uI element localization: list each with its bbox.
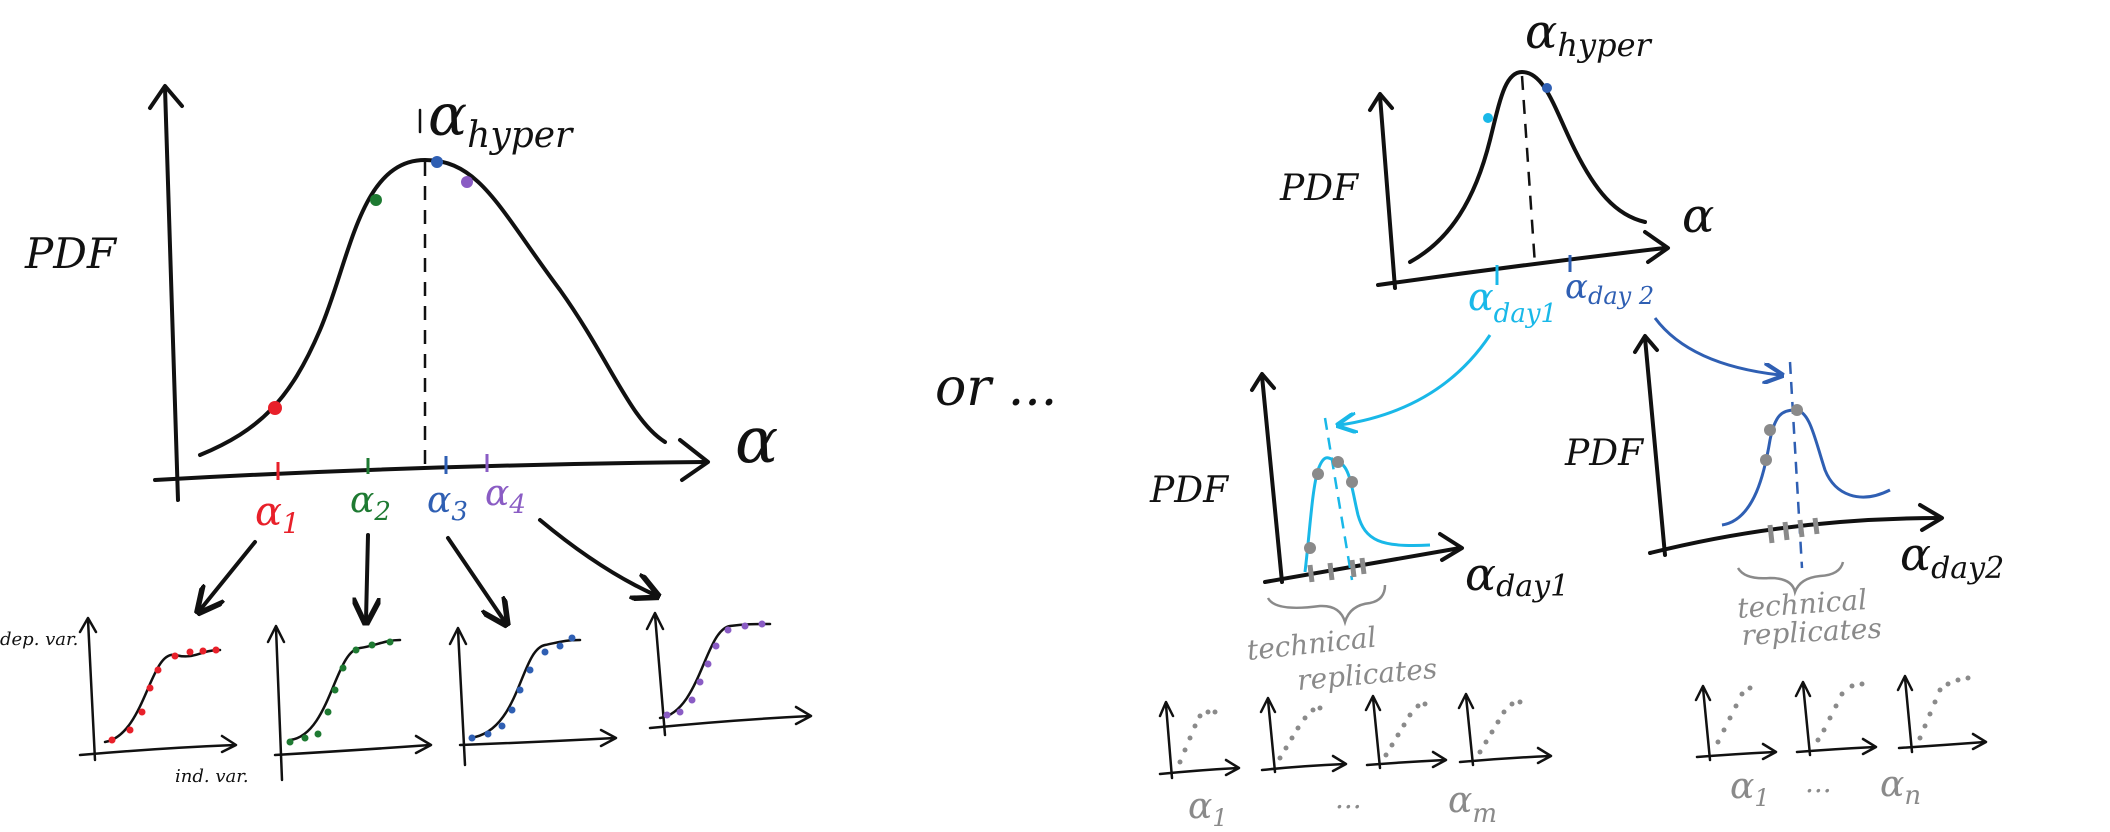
arrow-to-plot4	[538, 518, 655, 595]
day2-ellipsis: ...	[1805, 766, 1832, 799]
day1-replicate-ticks	[1307, 557, 1367, 583]
arrow-to-plot3	[446, 536, 505, 622]
top-mean-line	[1520, 75, 1537, 266]
arrow-to-plot2	[366, 533, 368, 620]
left-xlabel: α	[735, 404, 778, 478]
left-panel: PDF α αhyper α1 α2 α3 α4	[0, 81, 813, 787]
label-alpha3: α3	[427, 480, 468, 527]
mini-plot-alpha2	[266, 624, 433, 782]
mini-plot-alpha3-points	[468, 634, 576, 742]
left-x-arrowhead	[678, 438, 710, 482]
top-x-arrowhead	[1643, 230, 1670, 264]
day2-brace-label-2: replicates	[1741, 612, 1883, 652]
arrow-to-day1	[1340, 334, 1492, 425]
arrow-to-day2	[1653, 317, 1780, 375]
day2-first-label: α1	[1730, 766, 1770, 812]
day2-pdf-curve	[1721, 408, 1891, 527]
curve-point-alpha2	[370, 194, 382, 206]
label-alpha4: α4	[485, 473, 526, 520]
day1-xlabel: αday1	[1465, 547, 1569, 604]
day1-mini-plot-3	[1364, 694, 1448, 770]
mini-plot-alpha4	[645, 611, 813, 737]
day1-mean-line	[1323, 417, 1354, 581]
day2-last-label: αn	[1880, 764, 1921, 811]
top-hyper-label: αhyper	[1525, 4, 1653, 64]
arrow-to-plot1	[200, 540, 257, 610]
day2-mini-plots: α1 ... αn	[1694, 674, 1988, 812]
day2-mini-plot-3	[1896, 674, 1988, 754]
mini-ylabel: dep. var.	[0, 629, 78, 650]
day2-ylabel: PDF	[1564, 433, 1645, 474]
mini-xlabel: ind. var.	[175, 766, 249, 787]
day1-ylabel: PDF	[1149, 470, 1230, 511]
left-y-axis	[163, 86, 180, 502]
top-point-day2	[1542, 83, 1552, 93]
top-label-day2: αday 2	[1565, 267, 1654, 310]
day2-distribution: PDF αday2 technical replicates	[1564, 334, 2004, 652]
top-y-arrowhead	[1368, 92, 1394, 112]
left-x-axis	[153, 460, 707, 482]
curve-point-alpha4	[461, 176, 473, 188]
top-pdf-curve	[1408, 70, 1647, 264]
day1-points	[1304, 456, 1358, 554]
day1-ellipsis: ...	[1335, 782, 1362, 815]
right-panel: PDF α αhyper αday1 αday 2 PDF αday1	[1149, 4, 2004, 832]
day1-mini-plot-2	[1259, 696, 1348, 774]
left-pdf-curve	[198, 158, 667, 457]
mini-plot-alpha4-points	[663, 620, 766, 719]
curve-point-alpha3	[431, 156, 443, 168]
day1-last-label: αm	[1448, 780, 1497, 829]
top-xlabel: α	[1682, 188, 1714, 244]
top-y-axis	[1378, 94, 1397, 290]
day1-mini-plot-4	[1457, 692, 1553, 767]
mini-plot-alpha2-points	[286, 638, 394, 746]
day1-brace	[1266, 584, 1387, 627]
left-y-arrowhead	[148, 84, 184, 110]
day2-xlabel: αday2	[1900, 527, 2004, 586]
top-point-day1	[1483, 113, 1493, 123]
mini-plot-alpha3	[448, 626, 618, 767]
top-x-axis	[1376, 246, 1667, 287]
left-hyper-label: αhyper	[428, 81, 574, 156]
or-text: or ...	[935, 358, 1057, 418]
day2-replicate-ticks	[1767, 517, 1820, 544]
day2-mini-plot-1	[1694, 684, 1778, 762]
top-ylabel: PDF	[1279, 168, 1360, 209]
mini-plot-alpha1-points	[108, 646, 220, 744]
day2-points	[1760, 404, 1803, 466]
day2-brace	[1736, 561, 1845, 597]
label-alpha2: α2	[350, 480, 391, 527]
label-alpha1: α1	[255, 489, 300, 540]
mini-plot-alpha1: dep. var. ind. var.	[0, 616, 249, 787]
day1-mini-plot-1	[1158, 700, 1241, 780]
curve-point-alpha1	[268, 401, 282, 415]
top-label-day1: αday1	[1468, 275, 1557, 329]
day1-mini-plots: α1 ... αm	[1158, 692, 1553, 832]
left-ylabel: PDF	[24, 229, 118, 278]
day1-first-label: α1	[1188, 786, 1228, 832]
day2-mini-plot-2	[1794, 680, 1878, 757]
